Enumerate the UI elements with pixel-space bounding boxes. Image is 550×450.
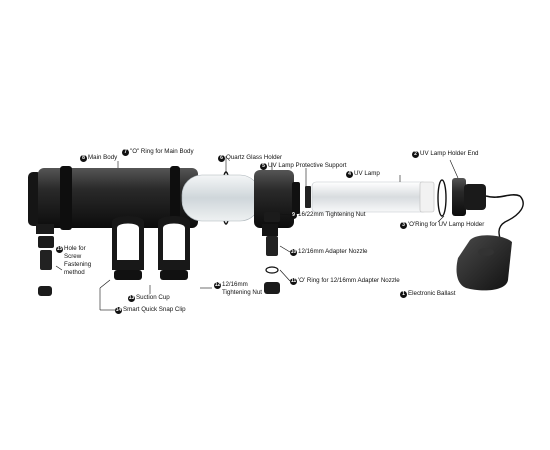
leader-lines bbox=[55, 156, 459, 311]
label-adapter-nozzle-12-16: 10 12/16mm Adapter Nozzle bbox=[290, 248, 367, 256]
label-text: Electronic Ballast bbox=[408, 290, 456, 297]
label-text: 12/16mm Adapter Nozzle bbox=[298, 248, 368, 255]
callout-number: 9 bbox=[290, 211, 297, 219]
label-text: 16/22mm Tightening Nut bbox=[298, 211, 366, 218]
label-text: 'O'Ring for UV Lamp Holder bbox=[408, 221, 485, 228]
left-fitting-parts bbox=[38, 236, 54, 296]
label-text: Quartz Glass Holder bbox=[226, 154, 283, 161]
callout-number: 12 bbox=[214, 281, 221, 289]
callout-number: 5 bbox=[260, 162, 267, 170]
label-text: Smart Quick Snap Clip bbox=[123, 306, 186, 313]
callout-number: 15 bbox=[56, 245, 63, 253]
label-o-ring-main-body: 7 "O" Ring for Main Body bbox=[122, 148, 194, 156]
label-uv-lamp: 4 UV Lamp bbox=[346, 170, 380, 178]
label-text: 'O' Ring for 12/16mm Adapter Nozzle bbox=[298, 277, 400, 284]
callout-number: 4 bbox=[346, 170, 353, 178]
label-text: Hole for Screw Fastening method bbox=[64, 245, 92, 276]
label-tightening-nut-16-22: 9 16/22mm Tightening Nut bbox=[290, 211, 365, 219]
quartz-glass-holder-part bbox=[254, 170, 300, 236]
callout-number: 1 bbox=[400, 290, 407, 298]
label-uv-lamp-protective-support: 5 UV Lamp Protective Support bbox=[260, 162, 346, 170]
label-quartz-glass-holder: 6 Quartz Glass Holder bbox=[218, 154, 282, 162]
label-o-ring-uv-lamp-holder: 3 'O'Ring for UV Lamp Holder bbox=[400, 221, 500, 229]
label-o-ring-adapter-nozzle: 11 'O' Ring for 12/16mm Adapter Nozzle bbox=[290, 277, 400, 285]
o-ring-uv-lamp-holder-part bbox=[437, 179, 447, 217]
uv-lamp-part bbox=[311, 181, 435, 213]
main-body-part bbox=[28, 166, 198, 234]
label-smart-quick-snap-clip: 14 Smart Quick Snap Clip bbox=[115, 306, 186, 314]
callout-number: 13 bbox=[128, 294, 135, 302]
label-main-body: 8 Main Body bbox=[80, 154, 117, 162]
callout-number: 6 bbox=[218, 154, 225, 162]
label-text: Main Body bbox=[88, 154, 118, 161]
snap-clip-parts bbox=[112, 216, 190, 280]
callout-number: 3 bbox=[400, 221, 407, 229]
label-tightening-nut-12-16: 12 12/16mm Tightening Nut bbox=[214, 281, 269, 297]
label-electronic-ballast: 1 Electronic Ballast bbox=[400, 290, 455, 298]
label-text: UV Lamp Protective Support bbox=[268, 162, 347, 169]
label-text: "O" Ring for Main Body bbox=[130, 148, 194, 155]
callout-number: 7 bbox=[122, 148, 129, 156]
label-text: UV Lamp bbox=[354, 170, 380, 177]
quartz-glass-tube-part bbox=[181, 174, 261, 222]
callout-number: 10 bbox=[290, 248, 297, 256]
label-hole-for-screw: 15 Hole for Screw Fastening method bbox=[56, 245, 98, 277]
callout-number: 14 bbox=[115, 306, 122, 314]
electronic-ballast-part bbox=[456, 195, 524, 291]
uv-lamp-protective-support-part bbox=[305, 186, 311, 208]
label-text: 12/16mm Tightening Nut bbox=[222, 281, 263, 296]
callout-number: 11 bbox=[290, 277, 297, 285]
callout-number: 8 bbox=[80, 154, 87, 162]
uv-lamp-holder-end-part bbox=[452, 178, 521, 216]
right-fitting-parts bbox=[264, 212, 280, 294]
label-suction-cup: 13 Suction Cup bbox=[128, 294, 170, 302]
callout-number: 2 bbox=[412, 150, 419, 158]
label-text: Suction Cup bbox=[136, 294, 170, 301]
label-text: UV Lamp Holder End bbox=[420, 150, 479, 157]
label-uv-lamp-holder-end: 2 UV Lamp Holder End bbox=[412, 150, 478, 158]
